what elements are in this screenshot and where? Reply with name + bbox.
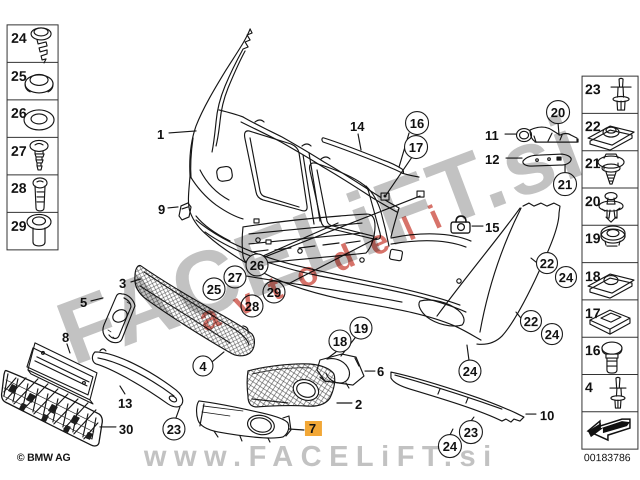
svg-text:24: 24 xyxy=(443,439,458,454)
svg-text:19: 19 xyxy=(354,321,368,336)
svg-text:30: 30 xyxy=(119,422,133,437)
svg-text:19: 19 xyxy=(585,230,601,246)
svg-text:18: 18 xyxy=(333,334,347,349)
svg-text:24: 24 xyxy=(559,270,574,285)
svg-text:14: 14 xyxy=(350,119,365,134)
svg-text:29: 29 xyxy=(267,285,281,300)
svg-text:3: 3 xyxy=(119,276,126,291)
svg-text:10: 10 xyxy=(540,408,554,423)
svg-text:25: 25 xyxy=(11,68,27,84)
svg-text:28: 28 xyxy=(11,180,27,196)
svg-text:23: 23 xyxy=(464,425,478,440)
svg-text:4: 4 xyxy=(585,379,593,395)
svg-text:6: 6 xyxy=(377,364,384,379)
svg-text:26: 26 xyxy=(250,258,264,273)
svg-text:24: 24 xyxy=(11,30,27,46)
svg-text:16: 16 xyxy=(410,116,424,131)
svg-text:2: 2 xyxy=(355,397,362,412)
svg-text:12: 12 xyxy=(485,152,499,167)
svg-text:4: 4 xyxy=(199,359,207,374)
svg-text:17: 17 xyxy=(409,140,423,155)
svg-text:27: 27 xyxy=(228,270,242,285)
svg-text:22: 22 xyxy=(540,256,554,271)
svg-text:26: 26 xyxy=(11,105,27,121)
svg-text:00183786: 00183786 xyxy=(584,452,631,464)
svg-text:© BMW AG: © BMW AG xyxy=(17,452,71,464)
svg-text:5: 5 xyxy=(80,295,87,310)
svg-text:22: 22 xyxy=(585,118,601,134)
svg-text:24: 24 xyxy=(463,364,478,379)
svg-text:22: 22 xyxy=(524,314,538,329)
svg-text:13: 13 xyxy=(118,396,132,411)
svg-text:28: 28 xyxy=(245,299,259,314)
svg-text:18: 18 xyxy=(585,268,601,284)
svg-text:23: 23 xyxy=(585,81,601,97)
svg-text:11: 11 xyxy=(485,128,499,143)
svg-text:16: 16 xyxy=(585,342,601,358)
svg-text:20: 20 xyxy=(585,193,601,209)
svg-text:25: 25 xyxy=(207,282,221,297)
svg-text:9: 9 xyxy=(158,202,165,217)
svg-text:21: 21 xyxy=(558,177,572,192)
svg-text:www.FACELiFT.si: www.FACELiFT.si xyxy=(143,441,499,473)
svg-text:24: 24 xyxy=(545,327,560,342)
svg-text:1: 1 xyxy=(157,127,164,142)
svg-text:29: 29 xyxy=(11,218,27,234)
svg-text:23: 23 xyxy=(167,422,181,437)
svg-text:27: 27 xyxy=(11,143,27,159)
svg-text:8: 8 xyxy=(62,330,69,345)
svg-text:15: 15 xyxy=(485,220,499,235)
svg-text:7: 7 xyxy=(309,421,316,436)
svg-text:21: 21 xyxy=(585,155,601,171)
svg-text:20: 20 xyxy=(551,105,565,120)
